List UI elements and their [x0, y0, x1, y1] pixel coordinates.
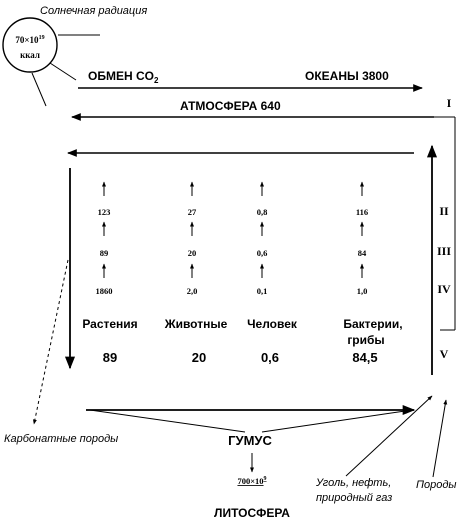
atmosphere-label: АТМОСФЕРА 640	[180, 99, 281, 113]
animals-total: 20	[192, 350, 206, 365]
level-label-ii: II	[439, 204, 449, 218]
lithosphere-label: ЛИТОСФЕРА	[214, 506, 290, 520]
sun-ray-3	[31, 72, 47, 107]
bacteria-value-1: 116	[356, 207, 368, 217]
bacteria-value-2: 84	[358, 248, 367, 258]
fuel-arrow	[345, 395, 433, 477]
plants-value-2: 89	[100, 248, 109, 258]
human-value-3: 0,1	[257, 286, 268, 296]
sun-energy-unit: ккал	[20, 50, 40, 60]
plants-total: 89	[103, 350, 117, 365]
oceans-label: ОКЕАНЫ 3800	[305, 69, 389, 83]
level-label-iii: III	[437, 244, 451, 258]
level-label-iv: IV	[437, 282, 451, 296]
level-label-i: I	[447, 96, 452, 110]
bacteria-total: 84,5	[352, 350, 377, 365]
sun-energy: 70×1019	[15, 35, 44, 45]
plants-name: Растения	[82, 317, 137, 331]
animals-value-3: 2,0	[187, 286, 198, 296]
humus-in-arrow	[89, 409, 246, 433]
humus-amount: 700×109	[237, 476, 266, 486]
co2-exchange-label: ОБМЕН CO2	[88, 69, 159, 85]
human-name: Человек	[247, 317, 298, 331]
sun-caption: Солнечная радиация	[40, 5, 147, 17]
human-value-2: 0,6	[257, 248, 268, 258]
rocks-label: Породы	[416, 479, 457, 491]
humus-label: ГУМУС	[228, 433, 272, 448]
plants-value-1: 123	[98, 207, 111, 217]
fuel-label-line2: природный газ	[316, 492, 392, 504]
humus-out-arrow	[261, 408, 413, 433]
human-total: 0,6	[261, 350, 279, 365]
sun-circle	[2, 17, 58, 73]
animals-value-1: 27	[188, 207, 197, 217]
carbonate-dashed-arrow	[32, 259, 69, 425]
rocks-arrow	[432, 399, 448, 478]
bacteria-name-2: грибы	[347, 333, 384, 347]
sun-ray-2	[49, 62, 77, 81]
human-value-1: 0,8	[257, 207, 268, 217]
fuel-label-line1: Уголь, нефть,	[315, 477, 391, 489]
bacteria-name: Бактерии,	[343, 317, 402, 331]
animals-name: Животные	[164, 317, 228, 331]
bacteria-value-3: 1,0	[357, 286, 368, 296]
level-label-v: V	[440, 347, 449, 361]
carbonate-label: Карбонатные породы	[4, 433, 118, 445]
animals-value-2: 20	[188, 248, 197, 258]
plants-value-3: 1860	[96, 286, 113, 296]
